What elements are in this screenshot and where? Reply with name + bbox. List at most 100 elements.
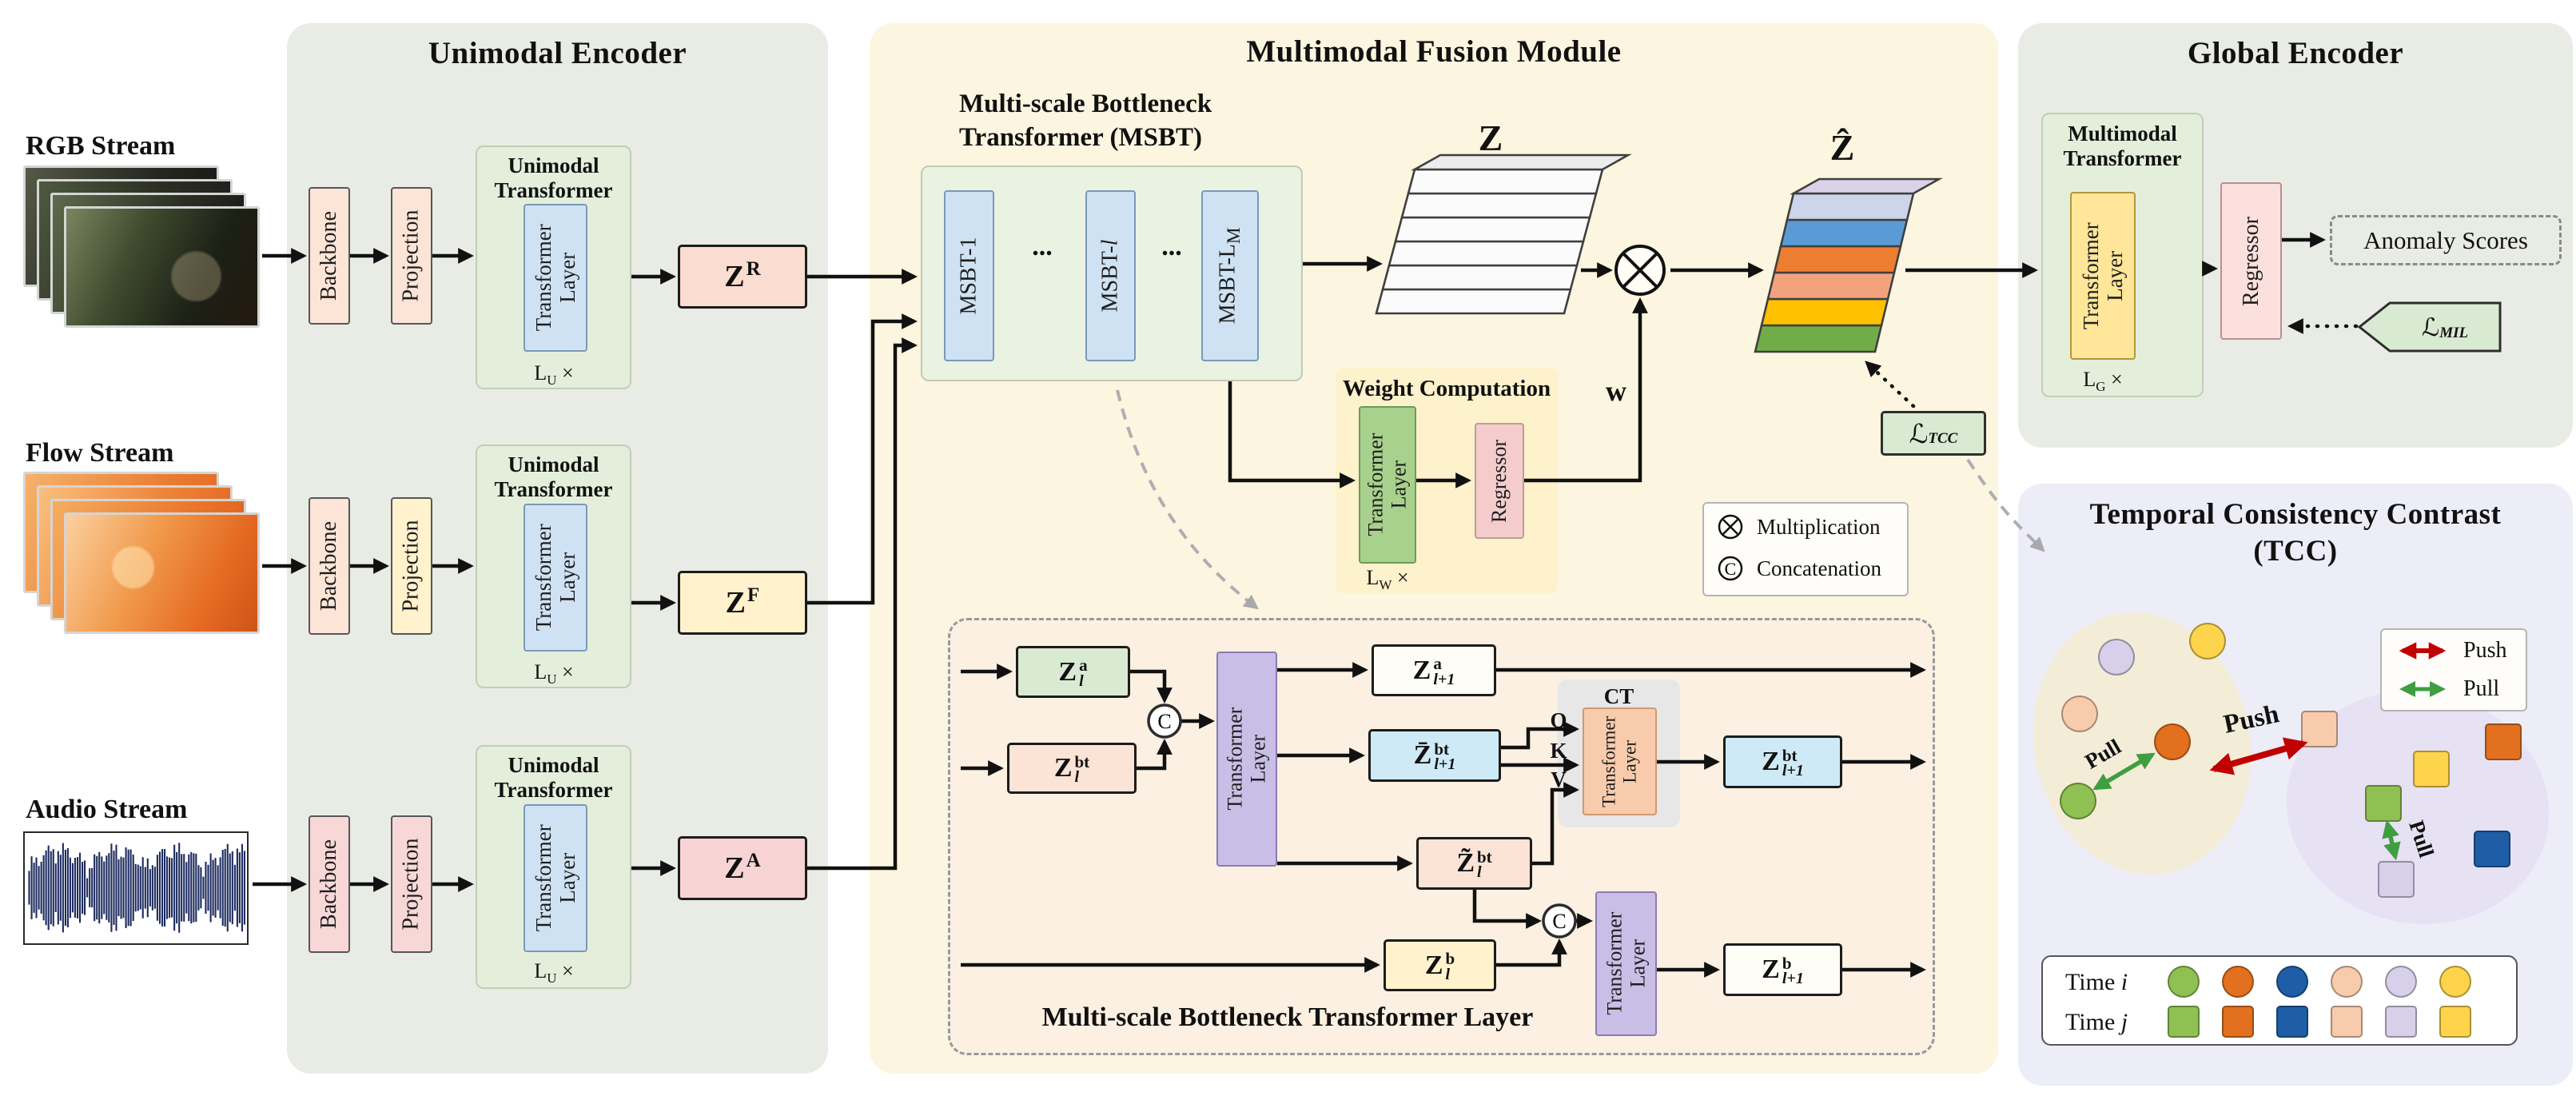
time-j-chip-5 bbox=[2439, 1006, 2471, 1038]
rgb-unimodal-transformer-title: Unimodal Transformer bbox=[494, 153, 613, 202]
weight-output-label: w bbox=[1606, 375, 1626, 407]
ct-label: CT bbox=[1603, 684, 1634, 708]
time-i-chip-5 bbox=[2439, 966, 2471, 998]
flow-projection-box: Projection bbox=[391, 497, 432, 635]
msbt-title-line1: Multi-scale Bottleneck bbox=[959, 90, 1212, 118]
cluster-j-chip-yellow bbox=[2413, 751, 2450, 787]
value-label: V bbox=[1551, 767, 1567, 791]
concat-icon: C bbox=[1718, 556, 1743, 581]
cluster-i-chip-peach bbox=[2061, 695, 2098, 732]
detail-transformer-layer-2: Transformer Layer bbox=[1595, 891, 1657, 1036]
time-i-chip-0 bbox=[2168, 966, 2200, 998]
multiply-icon bbox=[1718, 514, 1743, 540]
rgb-backbone-box: Backbone bbox=[309, 187, 350, 325]
zhat-stack-label: Ẑ bbox=[1829, 127, 1855, 168]
svg-text:C: C bbox=[1725, 559, 1737, 579]
time-j-chip-2 bbox=[2276, 1006, 2308, 1038]
cluster-j-chip-blue bbox=[2474, 831, 2510, 867]
tcc-title-line2: (TCC) bbox=[2253, 535, 2338, 568]
audio-backbone-box: Backbone bbox=[309, 815, 350, 953]
time-j-chip-3 bbox=[2331, 1006, 2363, 1038]
audio-projection-box: Projection bbox=[391, 815, 432, 953]
flow-stream-label: Flow Stream bbox=[26, 438, 174, 468]
global-transformer-layer-box: Transformer Layer bbox=[2070, 192, 2136, 360]
cluster-i-chip-orange bbox=[2154, 723, 2191, 760]
cluster-j-chip-peach bbox=[2301, 711, 2338, 747]
time-i-chip-1 bbox=[2222, 966, 2254, 998]
time-j-chip-1 bbox=[2222, 1006, 2254, 1038]
z-stack-label: Z bbox=[1478, 118, 1503, 158]
audio-repeat-count: LU × bbox=[534, 959, 574, 986]
audio-unimodal-transformer-title: Unimodal Transformer bbox=[494, 753, 613, 802]
msbt-block-l: MSBT-l bbox=[1085, 190, 1136, 361]
audio-stream-label: Audio Stream bbox=[26, 795, 188, 824]
detail-transformer-layer-1: Transformer Layer bbox=[1216, 652, 1277, 867]
msbt-dots-1: ... bbox=[1032, 232, 1053, 261]
time-i-chip-2 bbox=[2276, 966, 2308, 998]
cluster-i-chip-lavender bbox=[2098, 639, 2135, 676]
msbt-title-line2: Transformer (MSBT) bbox=[959, 123, 1202, 152]
rgb-repeat-count: LU × bbox=[534, 361, 574, 389]
global-repeat-count: LG × bbox=[2083, 368, 2123, 395]
push-legend-row: Push bbox=[2393, 638, 2506, 664]
fusion-module-title: Multimodal Fusion Module bbox=[1246, 34, 1622, 69]
msbt-layer-caption: Multi-scale Bottleneck Transformer Layer bbox=[1041, 1002, 1534, 1032]
global-encoder-title: Global Encoder bbox=[2187, 36, 2404, 70]
rgb-projection-box: Projection bbox=[391, 187, 432, 325]
ct-transformer-layer: Transformer Layer bbox=[1583, 707, 1657, 815]
global-regressor-box: Regressor bbox=[2220, 182, 2282, 340]
pull-legend-row: Pull bbox=[2393, 676, 2499, 702]
unimodal-encoder-title: Unimodal Encoder bbox=[428, 36, 687, 70]
audio-transformer-layer-box: Transformer Layer bbox=[524, 804, 587, 952]
time-j-chip-4 bbox=[2385, 1006, 2417, 1038]
cluster-i-chip-green bbox=[2060, 783, 2096, 819]
time-j-chip-0 bbox=[2168, 1006, 2200, 1038]
time-i-chip-3 bbox=[2331, 966, 2363, 998]
audio-waveform bbox=[28, 843, 245, 933]
concatenation-legend-row: C Concatenation bbox=[1715, 553, 1881, 584]
cluster-j-chip-orange bbox=[2485, 723, 2522, 760]
msbt-block-lm: MSBT-LM bbox=[1201, 190, 1259, 361]
multimodal-transformer-title: Multimodal Transformer bbox=[2063, 122, 2182, 170]
cluster-j-chip-lavender bbox=[2378, 861, 2415, 898]
flow-frame-front bbox=[64, 512, 260, 634]
weight-repeat-count: LW × bbox=[1366, 566, 1409, 593]
rgb-stream-label: RGB Stream bbox=[26, 131, 176, 161]
weight-transformer-layer-box: Transformer Layer bbox=[1359, 406, 1416, 564]
flow-transformer-layer-box: Transformer Layer bbox=[524, 504, 587, 652]
anomaly-scores-box: Anomaly Scores bbox=[2330, 215, 2562, 265]
msbt-block-1: MSBT-1 bbox=[944, 190, 994, 361]
flow-backbone-box: Backbone bbox=[309, 497, 350, 635]
flow-unimodal-transformer-title: Unimodal Transformer bbox=[494, 452, 613, 501]
time-i-chip-4 bbox=[2385, 966, 2417, 998]
cluster-j-chip-green bbox=[2365, 785, 2402, 822]
key-label: K bbox=[1550, 739, 1567, 763]
time-j-label: Time j bbox=[2065, 1009, 2128, 1035]
pull-arrow-icon bbox=[2399, 681, 2446, 697]
audio-waveform-box bbox=[23, 831, 249, 945]
weight-regressor-box: Regressor bbox=[1475, 423, 1524, 539]
rgb-frame-front bbox=[64, 206, 260, 328]
msbt-dots-2: ... bbox=[1161, 232, 1182, 261]
query-label: Q bbox=[1550, 708, 1567, 732]
push-arrow-icon bbox=[2399, 642, 2447, 660]
cluster-i-chip-yellow bbox=[2189, 623, 2226, 660]
flow-repeat-count: LU × bbox=[534, 660, 574, 688]
rgb-transformer-layer-box: Transformer Layer bbox=[524, 204, 587, 352]
time-i-label: Time i bbox=[2065, 969, 2128, 995]
weight-computation-title: Weight Computation bbox=[1342, 376, 1551, 401]
multiplication-legend-row: Multiplication bbox=[1715, 512, 1881, 542]
